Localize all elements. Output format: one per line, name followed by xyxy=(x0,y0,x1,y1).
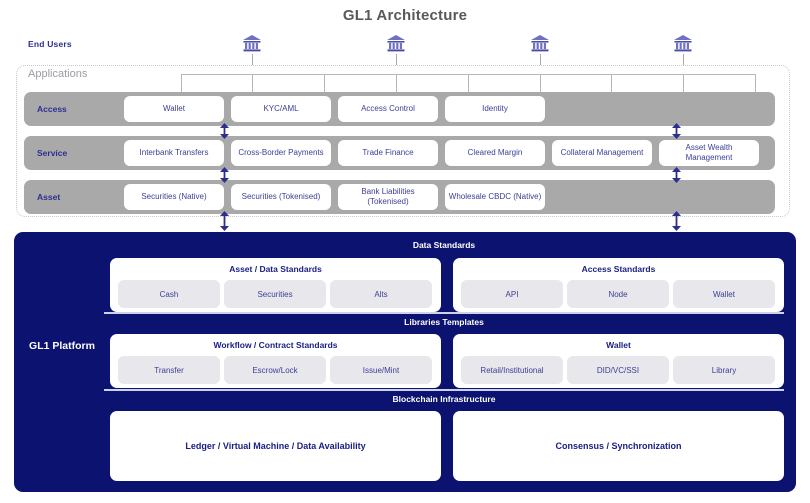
service-item-cross-border-payments[interactable]: Cross-Border Payments xyxy=(231,140,331,166)
bank-institution-icon xyxy=(385,34,407,54)
card-title-access-standards: Access Standards xyxy=(581,264,656,274)
chip-transfer[interactable]: Transfer xyxy=(118,356,220,384)
page-title: GL1 Architecture xyxy=(342,7,468,24)
chip-retail-institutional[interactable]: Retail/Institutional xyxy=(461,356,563,384)
chip-did-vc-ssi[interactable]: DID/VC/SSI xyxy=(567,356,669,384)
layer-label-access: Access xyxy=(37,104,67,114)
access-item-wallet[interactable]: Wallet xyxy=(124,96,224,122)
card-asset-data-standards: Asset / Data Standards Cash Securities A… xyxy=(110,258,441,312)
card-title-workflow-contract-standards: Workflow / Contract Standards xyxy=(213,340,338,350)
layer-label-service: Service xyxy=(37,148,68,158)
connector-stem xyxy=(252,54,253,74)
chip-issue-mint[interactable]: Issue/Mint xyxy=(330,356,432,384)
end-users-label: End Users xyxy=(28,39,72,49)
applications-label: Applications xyxy=(28,68,88,80)
bidirectional-arrow xyxy=(671,123,682,139)
chip-alts[interactable]: Alts xyxy=(330,280,432,308)
connector-stem xyxy=(540,54,541,74)
section-divider xyxy=(104,312,784,314)
service-item-cleared-margin[interactable]: Cleared Margin xyxy=(445,140,545,166)
bank-institution-icon xyxy=(241,34,263,54)
section-title-data-standards: Data Standards xyxy=(412,240,476,250)
asset-item-securities-tokenised[interactable]: Securities (Tokenised) xyxy=(231,184,331,210)
card-wallet: Wallet Retail/Institutional DID/VC/SSI L… xyxy=(453,334,784,388)
card-title-asset-data-standards: Asset / Data Standards xyxy=(229,264,322,274)
service-item-collateral-management[interactable]: Collateral Management xyxy=(552,140,652,166)
bidirectional-arrow xyxy=(219,167,230,183)
bidirectional-arrow xyxy=(671,167,682,183)
bank-institution-icon xyxy=(672,34,694,54)
card-workflow-contract-standards: Workflow / Contract Standards Transfer E… xyxy=(110,334,441,388)
service-item-trade-finance[interactable]: Trade Finance xyxy=(338,140,438,166)
chip-wallet[interactable]: Wallet xyxy=(673,280,775,308)
chip-node[interactable]: Node xyxy=(567,280,669,308)
section-title-libraries-templates: Libraries Templates xyxy=(404,317,484,327)
bidirectional-arrow xyxy=(671,211,682,231)
chip-cash[interactable]: Cash xyxy=(118,280,220,308)
gl1-platform-label: GL1 Platform xyxy=(29,340,95,352)
connector-stem xyxy=(683,54,684,74)
card-access-standards: Access Standards API Node Wallet xyxy=(453,258,784,312)
section-divider xyxy=(104,389,784,391)
service-item-asset-wealth-management[interactable]: Asset Wealth Management xyxy=(659,140,759,166)
connector-stem xyxy=(396,54,397,74)
card-title-wallet: Wallet xyxy=(606,340,631,350)
box-consensus-synchronization[interactable]: Consensus / Synchronization xyxy=(453,411,784,481)
bidirectional-arrow xyxy=(219,211,230,231)
service-item-interbank-transfers[interactable]: Interbank Transfers xyxy=(124,140,224,166)
bidirectional-arrow xyxy=(219,123,230,139)
access-item-identity[interactable]: Identity xyxy=(445,96,545,122)
asset-item-securities-native[interactable]: Securities (Native) xyxy=(124,184,224,210)
chip-escrow-lock[interactable]: Escrow/Lock xyxy=(224,356,326,384)
asset-item-wholesale-cbdc-native[interactable]: Wholesale CBDC (Native) xyxy=(445,184,545,210)
chip-api[interactable]: API xyxy=(461,280,563,308)
chip-library[interactable]: Library xyxy=(673,356,775,384)
asset-item-bank-liabilities-tokenised[interactable]: Bank Liabilities (Tokenised) xyxy=(338,184,438,210)
layer-band-access: Access Wallet KYC/AML Access Control Ide… xyxy=(24,92,775,126)
chip-securities[interactable]: Securities xyxy=(224,280,326,308)
section-title-blockchain-infrastructure: Blockchain Infrastructure xyxy=(392,394,496,404)
box-ledger-virtual-machine-data-availability[interactable]: Ledger / Virtual Machine / Data Availabi… xyxy=(110,411,441,481)
access-item-kyc-aml[interactable]: KYC/AML xyxy=(231,96,331,122)
layer-band-asset: Asset Securities (Native) Securities (To… xyxy=(24,180,775,214)
layer-band-service: Service Interbank Transfers Cross-Border… xyxy=(24,136,775,170)
layer-label-asset: Asset xyxy=(37,192,61,202)
bank-institution-icon xyxy=(529,34,551,54)
access-item-access-control[interactable]: Access Control xyxy=(338,96,438,122)
